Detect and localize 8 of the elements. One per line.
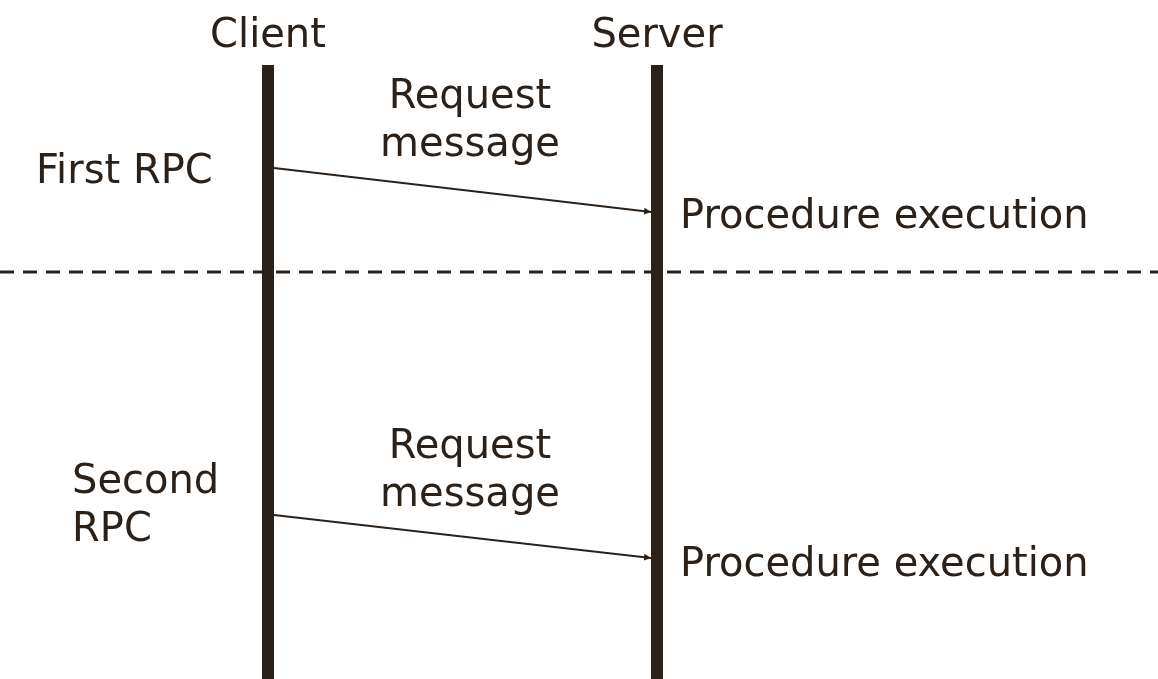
lifeline-heading: Client: [209, 9, 327, 58]
message-arrow: [273, 167, 652, 215]
annotation-text: Procedure execution: [680, 190, 1089, 238]
lifeline-heading: Server: [590, 9, 724, 58]
annotation-text: First RPC: [36, 145, 213, 193]
annotation-text: Procedure execution: [680, 538, 1089, 586]
message-arrow: [273, 514, 652, 561]
annotation-text: Second RPC: [72, 455, 221, 551]
